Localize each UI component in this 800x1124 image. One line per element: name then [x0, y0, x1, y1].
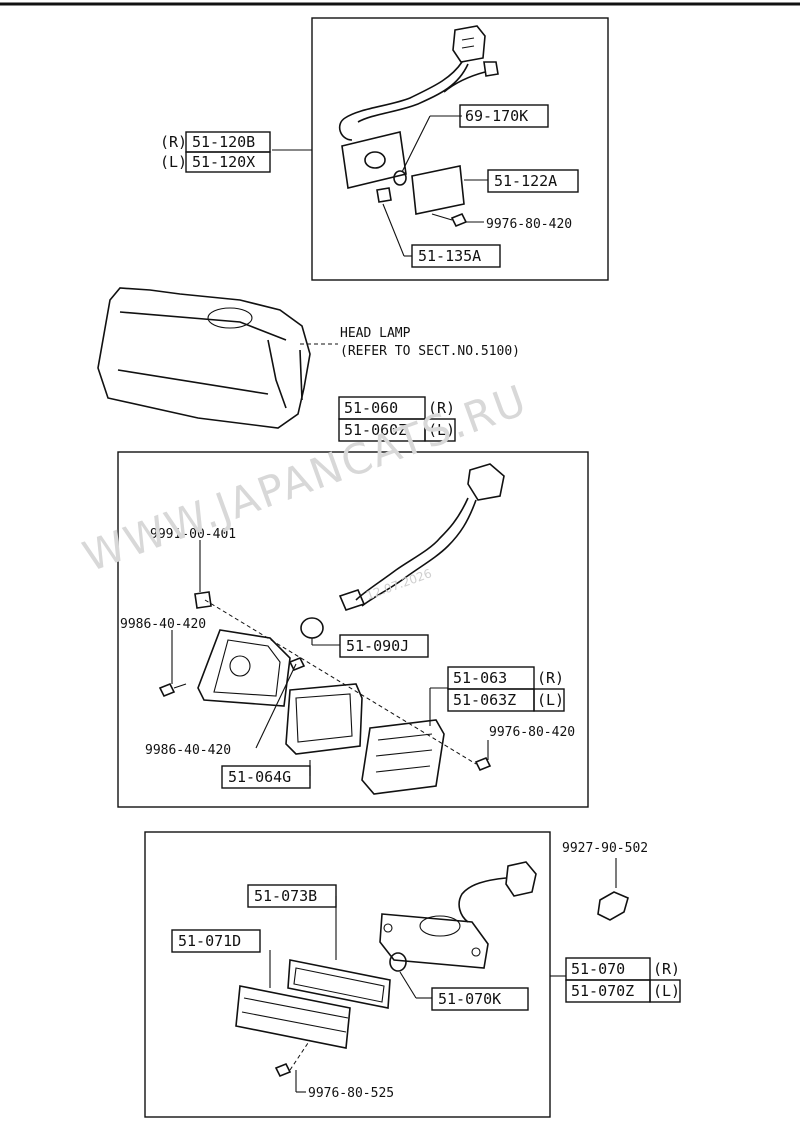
- g3-assembly-r-part: 51-070: [571, 960, 625, 978]
- bulb-69-170k: 69-170K: [465, 107, 528, 125]
- g2-lens-l-side: (L): [537, 691, 564, 709]
- g3-connector-icon: [505, 861, 537, 897]
- g2-clip-label: 9991-00-401: [150, 527, 236, 542]
- socket: [338, 589, 366, 611]
- g2-housing: [197, 629, 291, 707]
- headlamp-illustration: [97, 287, 311, 429]
- g2-assembly-r-part: 51-060: [344, 399, 398, 417]
- group-1-frame: [311, 17, 609, 281]
- g3-gasket-label: 51-073B: [254, 887, 317, 905]
- g2-screw-b-label: 9986-40-420: [145, 743, 231, 758]
- g2-screw-c-label: 9976-80-420: [489, 725, 575, 740]
- assembly-r-part: 51-120B: [192, 133, 255, 151]
- g3-housing: [379, 913, 489, 969]
- marker-housing: [341, 131, 407, 189]
- g3-lens: [235, 985, 351, 1049]
- screw-9976-80-420: 9976-80-420: [486, 217, 572, 232]
- bulb-icon: [393, 170, 407, 186]
- g3-screw-label: 9976-80-525: [308, 1086, 394, 1101]
- group-3-clearance-lamp: [144, 831, 629, 1118]
- g3-assembly-r-side: (R): [653, 960, 680, 978]
- assembly-l-part: 51-120X: [192, 153, 255, 171]
- headlamp-reference: (REFER TO SECT.NO.5100): [340, 344, 520, 359]
- g3-bulb-icon: [389, 952, 407, 972]
- g2-connector-icon: [467, 463, 505, 501]
- clip-icon: [194, 591, 212, 609]
- g2-assembly-r-side: (R): [428, 399, 455, 417]
- lens-51-122a: 51-122A: [494, 172, 557, 190]
- g2-lens: [361, 719, 445, 795]
- g2-bulb-icon: [300, 617, 324, 639]
- g3-assembly-l-part: 51-070Z: [571, 982, 634, 1000]
- g3-clip-label: 9927-90-502: [562, 841, 648, 856]
- g2-lens-l-part: 51-063Z: [453, 691, 516, 709]
- g3-clip-icon: [597, 891, 629, 921]
- group-1-side-marker: [272, 17, 609, 281]
- connector-icon: [452, 25, 486, 63]
- g3-bulb-label: 51-070K: [438, 990, 501, 1008]
- g3-assembly-l-side: (L): [653, 982, 680, 1000]
- g3-lens-label: 51-071D: [178, 932, 241, 950]
- group-2-frame: [117, 451, 589, 808]
- group-2-combination-lamp: [117, 451, 589, 808]
- g2-assembly-l-part: 51-060Z: [344, 421, 407, 439]
- assembly-l-side: (L): [160, 153, 187, 171]
- g2-lens-r-side: (R): [537, 669, 564, 687]
- headlamp-label: HEAD LAMP: [340, 326, 411, 341]
- g2-lens-r-part: 51-063: [453, 669, 507, 687]
- gasket-51-135a: 51-135A: [418, 247, 481, 265]
- group-3-frame: [144, 831, 551, 1118]
- assembly-r-side: (R): [160, 133, 187, 151]
- g3-gasket: [287, 959, 391, 1009]
- g2-assembly-l-side: (L): [428, 421, 455, 439]
- g2-gasket-label: 51-064G: [228, 768, 291, 786]
- marker-lens: [411, 165, 465, 215]
- g2-gasket: [285, 683, 363, 755]
- g2-screw-a-label: 9986-40-420: [120, 617, 206, 632]
- g2-bulb-label: 51-090J: [346, 637, 409, 655]
